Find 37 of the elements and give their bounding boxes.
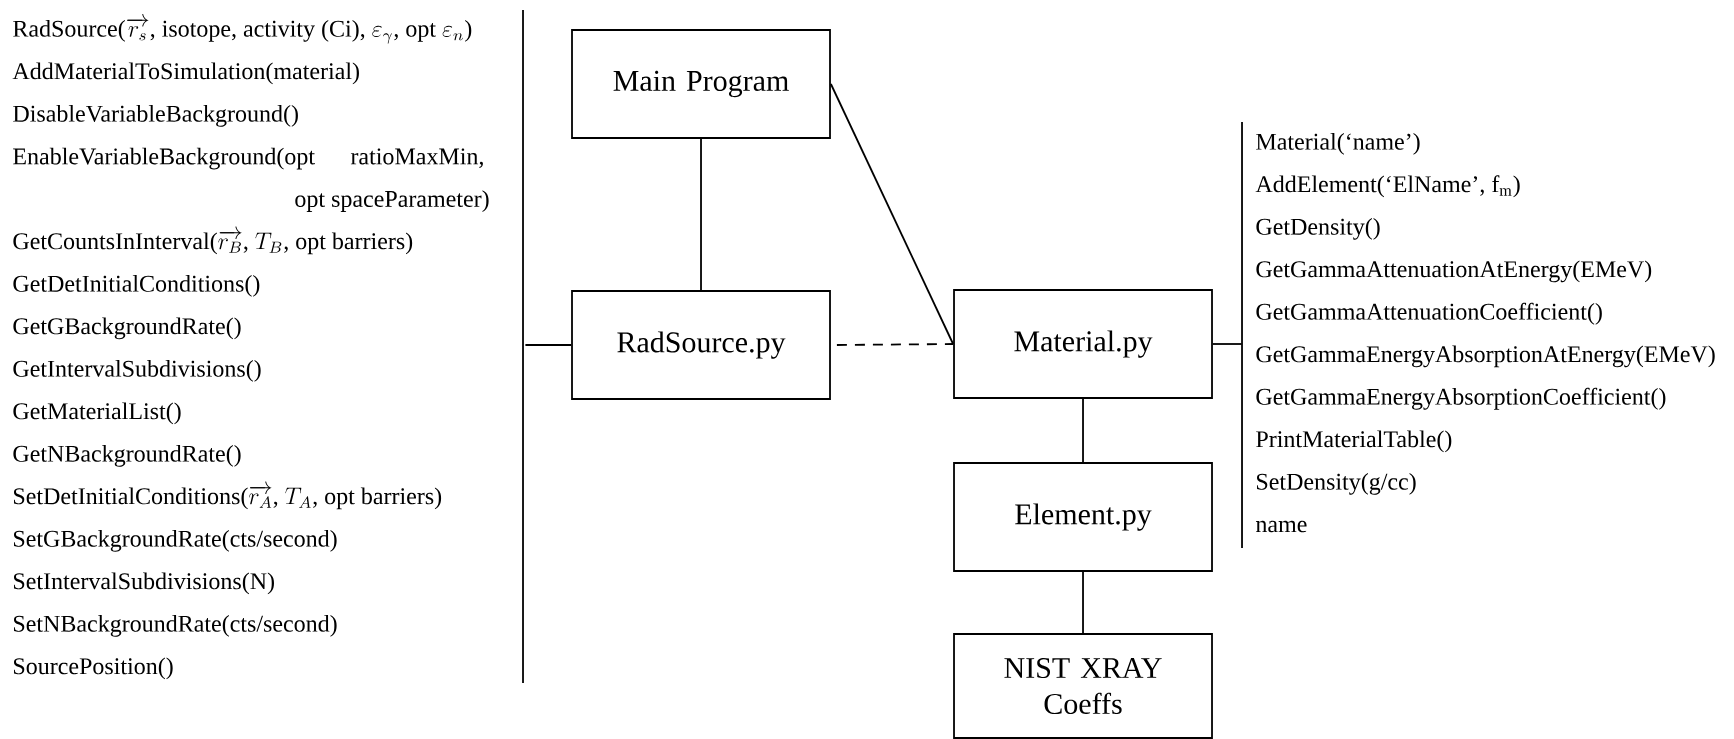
connector-line — [1212, 343, 1243, 345]
connector-line — [700, 138, 702, 291]
method-name: EnableVariableBackground(opt ratioMaxMin, opt spaceParameter) — [13, 147, 489, 212]
method-name: DisableVariableBackground() — [13, 104, 298, 127]
method-name: GetMaterialList() — [13, 402, 181, 425]
method-name: SetGBackgroundRate(cts/second) — [14, 529, 337, 552]
method-name: SetIntervalSubdivisions(N) — [14, 572, 274, 595]
method-name: GetIntervalSubdivisions() — [13, 359, 261, 382]
method-name: AddMaterialToSimulation(material) — [12, 62, 359, 85]
process-box: Main Program — [571, 29, 831, 139]
connector-line — [1082, 571, 1084, 634]
method-name: GetDetInitialConditions() — [13, 274, 260, 297]
method-name: SetNBackgroundRate(cts/second) — [14, 614, 337, 637]
method-name: $\text{GetCountsInInterval(}\overrightarrow{r_B}\text{, }T_B\text{, opt barriers)}$ — [13, 226, 413, 255]
process-box: NIST XRAY Coeffs — [953, 633, 1213, 739]
method-name: name — [1256, 520, 1307, 533]
method-name: SourcePosition() — [14, 657, 173, 680]
method-name: GetGammaEnergyAbsorptionCoefficient() — [1256, 387, 1666, 410]
method-name: GetDensity() — [1256, 217, 1380, 240]
method-name: AddElement(‘ElName’, f$_{m}$) — [1255, 175, 1520, 198]
method-name: PrintMaterialTable() — [1256, 430, 1452, 453]
process-box: RadSource.py — [571, 290, 831, 400]
method-name: GetGammaAttenuationCoefficient() — [1256, 302, 1602, 325]
method-name: $\text{RadSource(}\overrightarrow{r_s}\text{, isotope, activity (Ci), }\varepsilon_\gamma\text{, opt }\varepsilon_n\text{)}$ — [13, 14, 472, 44]
method-name: GetGammaAttenuationAtEnergy(EMeV) — [1256, 260, 1652, 283]
method-name: GetGBackgroundRate() — [13, 317, 241, 340]
method-name: Material(‘name’) — [1256, 132, 1420, 155]
connector-line — [524, 344, 572, 346]
method-name: $\text{SetDetInitialConditions(}\overrightarrow{r_A}\text{, }T_A\text{, opt barriers)}$ — [14, 481, 442, 510]
process-box: Element.py — [953, 462, 1213, 572]
dashed-line — [836, 343, 954, 346]
method-name: GetGammaEnergyAbsorptionAtEnergy(EMeV) — [1256, 345, 1715, 368]
method-name: GetNBackgroundRate() — [13, 444, 241, 467]
method-name: SetDensity(g/cc) — [1257, 472, 1416, 495]
connector-line — [1082, 398, 1084, 463]
connector-line — [830, 83, 954, 345]
process-box: Material.py — [953, 289, 1213, 399]
